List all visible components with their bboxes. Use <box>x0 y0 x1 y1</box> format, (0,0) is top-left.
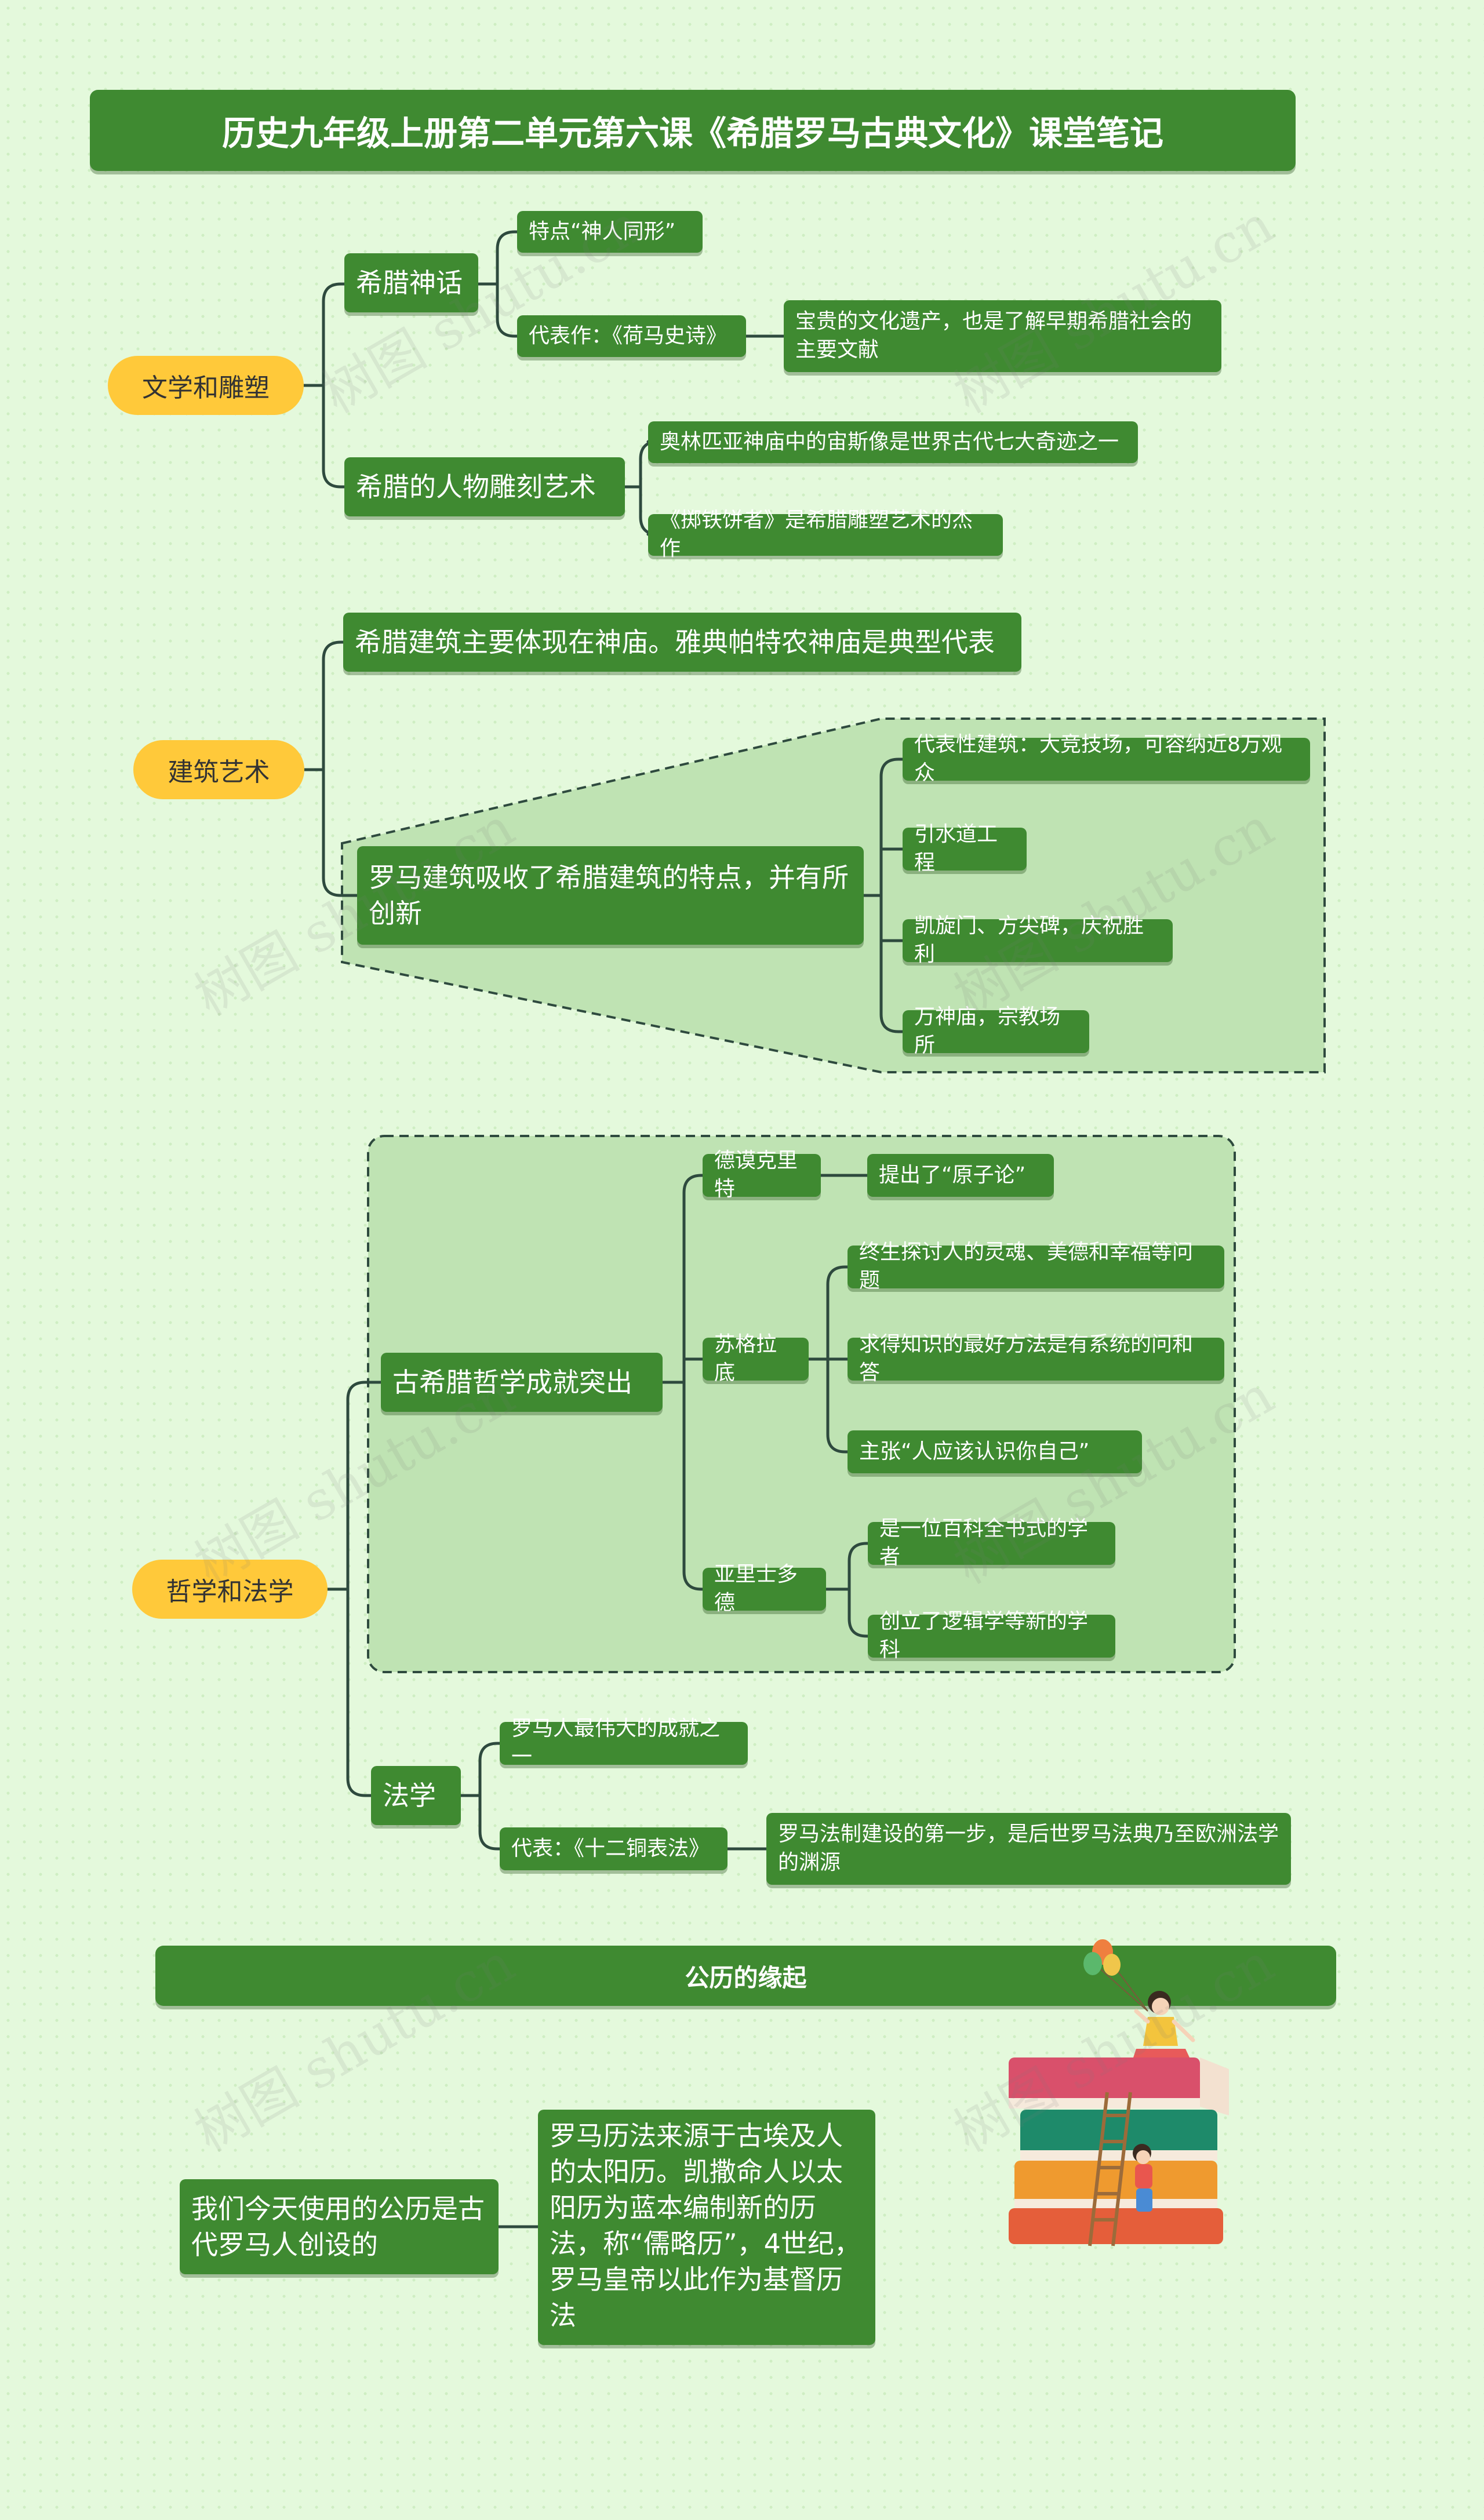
topic-architecture: 建筑艺术 <box>133 740 304 799</box>
node-sculpture-item-1: 奥林匹亚神庙中的宙斯像是世界古代七大奇迹之一 <box>648 421 1138 463</box>
node-roman-item-4: 万神庙，宗教场所 <box>903 1005 1089 1057</box>
node-myth-feature: 特点“神人同形” <box>517 211 703 253</box>
node-roman-item-2: 引水道工程 <box>903 822 1027 875</box>
node-roman-item-1: 代表性建筑：大竞技场，可容纳近8万观众 <box>903 733 1310 785</box>
node-law-item-2: 代表：《十二铜表法》 <box>500 1827 728 1870</box>
node-law-item-2-note: 罗马法制建设的第一步，是后世罗马法典乃至欧洲法学的渊源 <box>766 1813 1291 1885</box>
node-socrates-item-1: 终生探讨人的灵魂、美德和幸福等问题 <box>848 1240 1224 1292</box>
node-roman-architecture: 罗马建筑吸收了希腊建筑的特点，并有所创新 <box>357 846 864 945</box>
node-greek-sculpture: 希腊的人物雕刻艺术 <box>344 457 625 516</box>
node-myth-representative: 代表作：《荷马史诗》 <box>517 315 746 357</box>
node-aristotle-item-2: 创立了逻辑学等新的学科 <box>868 1609 1115 1662</box>
books-illustration <box>1009 1939 1229 2246</box>
calendar-right-node: 罗马历法来源于古埃及人的太阳历。凯撒命人以太阳历为蓝本编制新的历法，称“儒略历”… <box>538 2110 875 2345</box>
child-climbing-icon <box>1133 2144 1152 2212</box>
node-myth-representative-note: 宝贵的文化遗产，也是了解早期希腊社会的主要文献 <box>784 300 1221 372</box>
calendar-left-node: 我们今天使用的公历是古代罗马人创设的 <box>180 2179 499 2274</box>
topic-literature-sculpture: 文学和雕塑 <box>108 356 304 415</box>
ladder-icon <box>1088 2092 1132 2246</box>
balloons-icon <box>1083 1939 1148 2012</box>
node-greek-architecture: 希腊建筑主要体现在神庙。雅典帕特农神庙是典型代表 <box>343 613 1021 672</box>
node-law-item-1: 罗马人最伟大的成就之一 <box>500 1717 748 1769</box>
node-aristotle: 亚里士多德 <box>703 1563 826 1615</box>
node-greek-philosophy: 古希腊哲学成就突出 <box>381 1353 663 1412</box>
topic-philosophy-law: 哲学和法学 <box>132 1560 328 1619</box>
node-socrates-item-2: 求得知识的最好方法是有系统的问和答 <box>848 1332 1224 1385</box>
node-democritus: 德谟克里特 <box>703 1149 821 1201</box>
node-law: 法学 <box>371 1766 461 1825</box>
node-greek-myth: 希腊神话 <box>344 253 478 312</box>
calendar-section-title: 公历的缘起 <box>155 1946 1336 2006</box>
node-socrates: 苏格拉底 <box>703 1332 809 1385</box>
node-democritus-item: 提出了“原子论” <box>867 1154 1054 1197</box>
book-stack-icon <box>1009 2057 1229 2244</box>
node-roman-item-3: 凯旋门、方尖碑，庆祝胜利 <box>903 914 1173 966</box>
page-title: 历史九年级上册第二单元第六课《希腊罗马古典文化》课堂笔记 <box>90 90 1296 171</box>
node-aristotle-item-1: 是一位百科全书式的学者 <box>868 1517 1115 1569</box>
girl-sitting-icon <box>1133 1991 1195 2057</box>
node-socrates-item-3: 主张“人应该认识你自己” <box>848 1430 1142 1473</box>
node-sculpture-item-2: 《掷铁饼者》是希腊雕塑艺术的杰作 <box>648 508 1003 560</box>
